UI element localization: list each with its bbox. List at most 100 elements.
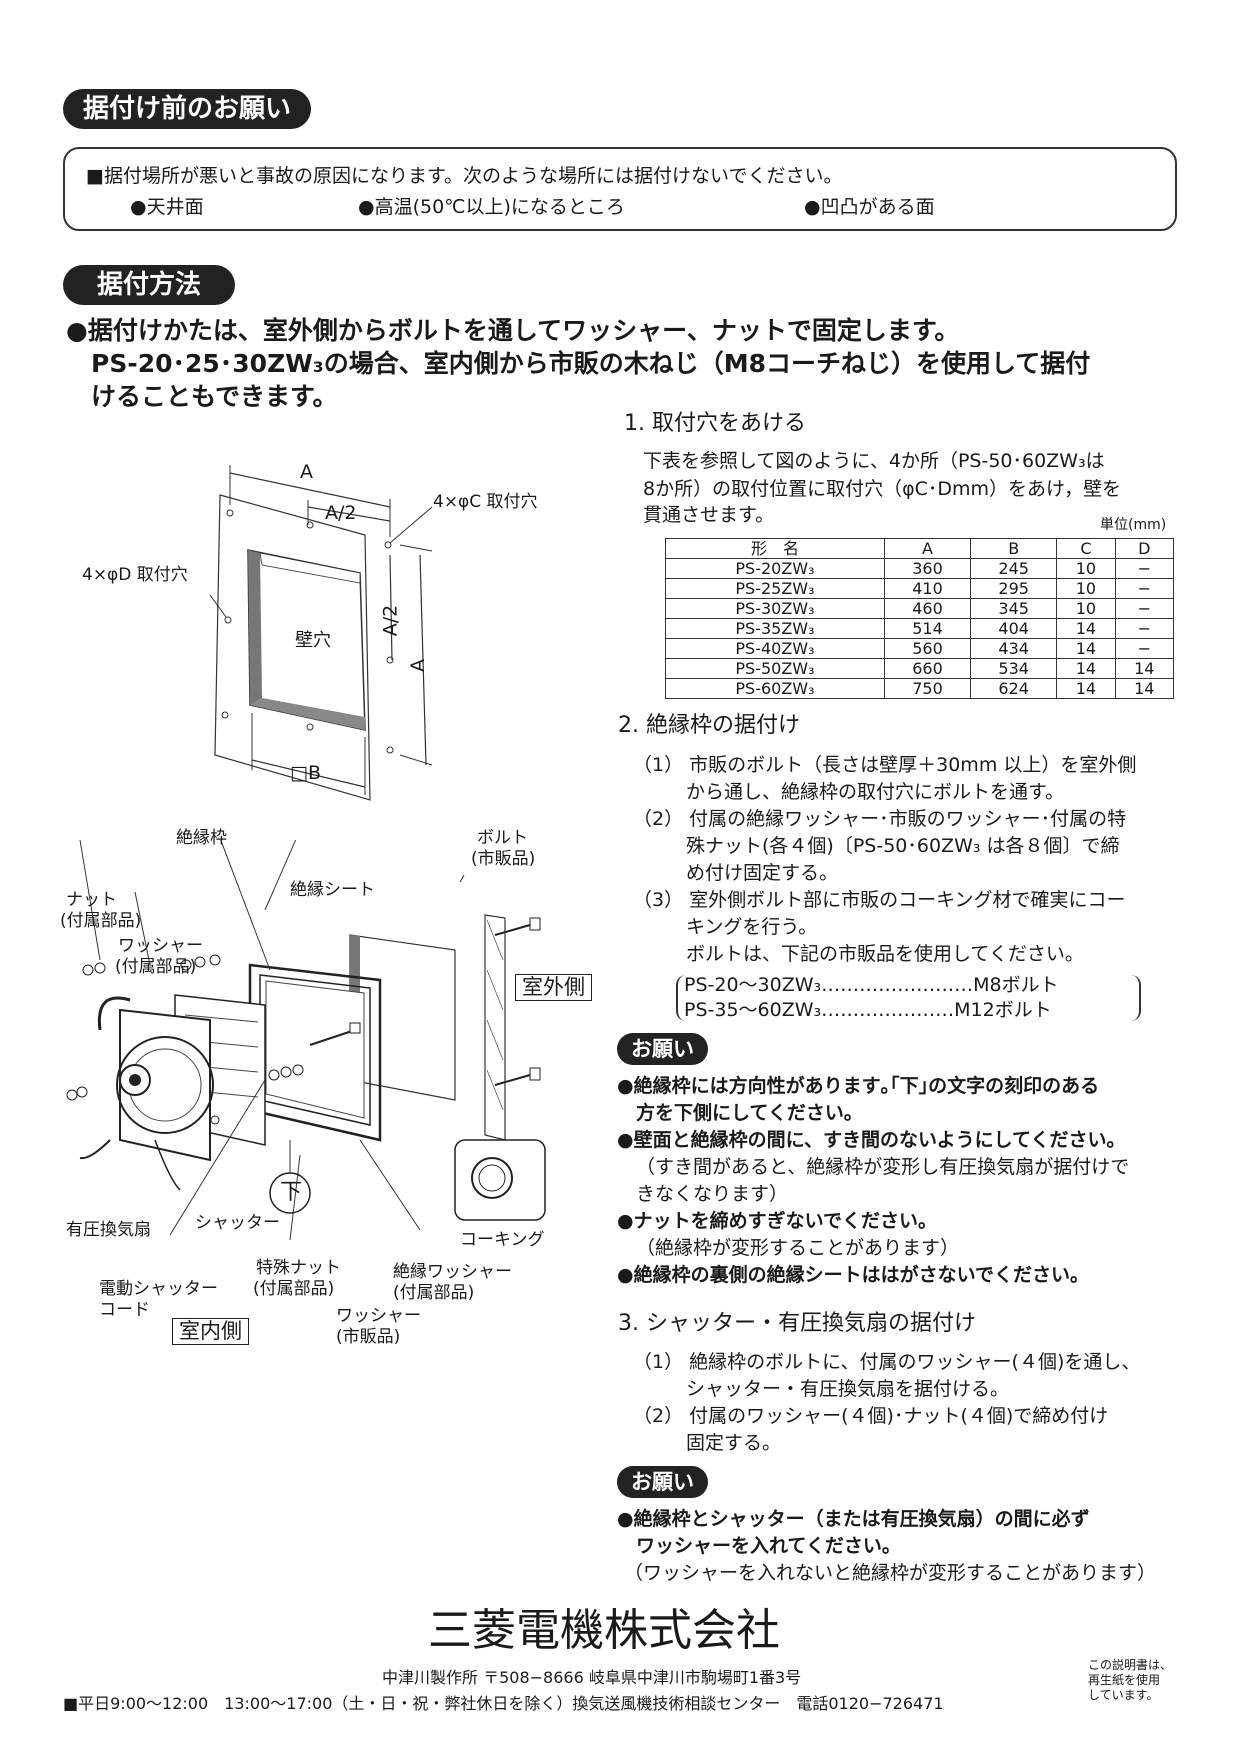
table-header: D bbox=[1114, 538, 1175, 559]
method-intro-3: けることもできます。 bbox=[91, 382, 338, 411]
caulking-label: コーキング bbox=[460, 1230, 545, 1250]
table-cell: − bbox=[1114, 638, 1175, 659]
dim-a-half-vertical: A/2 bbox=[379, 604, 402, 637]
request1-line-1: ●絶縁枠には方向性があります｡｢下｣の文字の刻印のある bbox=[617, 1075, 1100, 1097]
frame-label: 絶縁枠 bbox=[176, 828, 227, 848]
table-cell: − bbox=[1114, 558, 1175, 579]
fan-label: 有圧換気扇 bbox=[66, 1220, 151, 1240]
ins-washer-label: 絶縁ワッシャー bbox=[393, 1262, 512, 1282]
step3-line-4: 固定する。 bbox=[686, 1432, 782, 1454]
method-intro-1: ●据付けかたは、室外側からボルトを通してワッシャー、ナットで固定します。 bbox=[66, 316, 960, 345]
dim-a-top: A bbox=[300, 461, 313, 483]
table-cell: 14 bbox=[1114, 658, 1175, 679]
table-cell: 14 bbox=[1056, 638, 1116, 659]
bolt-sub-label: (市販品) bbox=[471, 849, 536, 869]
company-name: 三菱電機株式会社 bbox=[428, 1605, 780, 1656]
special-nut-label: 特殊ナット bbox=[256, 1258, 341, 1278]
table-cell: 345 bbox=[970, 598, 1058, 619]
dim-b-label: □B bbox=[290, 762, 321, 784]
pre-install-item-ceiling: ●天井面 bbox=[130, 196, 204, 218]
step1-line-3: 貫通させます。 bbox=[643, 504, 775, 526]
table-cell: PS-40ZW₃ bbox=[665, 638, 885, 659]
pre-install-item-uneven: ●凹凸がある面 bbox=[804, 196, 935, 218]
table-cell: 14 bbox=[1056, 658, 1116, 679]
step2-title: 2. 絶縁枠の据付け bbox=[618, 713, 800, 738]
table-cell: PS-50ZW₃ bbox=[665, 658, 885, 679]
nut-sub-label: (付属部品) bbox=[60, 911, 142, 931]
step2-line-7: キングを行う。 bbox=[686, 916, 818, 938]
step2-line-4: 殊ナット(各４個)〔PS-50･60ZW₃ は各８個〕で締 bbox=[686, 835, 1120, 857]
sheet-label: 絶縁シート bbox=[290, 880, 375, 900]
step2-line-1: （1） 市販のボルト（長さは壁厚＋30mm 以上）を室外側 bbox=[633, 754, 1137, 776]
step3-line-3: （2） 付属のワッシャー(４個)･ナット(４個)で締め付け bbox=[633, 1405, 1109, 1427]
bolt-bracket-left bbox=[676, 975, 686, 1021]
washer2-label: ワッシャー bbox=[336, 1306, 421, 1326]
table-cell: 295 bbox=[970, 578, 1058, 599]
table-cell: PS-30ZW₃ bbox=[665, 598, 885, 619]
hole-layout-diagram bbox=[209, 465, 433, 801]
washer2-sub-label: (市販品) bbox=[336, 1327, 401, 1347]
request2-title: お願い bbox=[617, 1466, 708, 1498]
table-cell: 14 bbox=[1056, 618, 1116, 639]
bolt-bracket-right bbox=[1131, 975, 1141, 1021]
table-cell: 360 bbox=[883, 558, 972, 579]
indoor-label: 室内側 bbox=[172, 1318, 249, 1345]
washer-label: ワッシャー bbox=[118, 936, 203, 956]
step1-line-2: 8か所）の取付位置に取付穴（φC･Dmm）をあけ，壁を bbox=[643, 478, 1122, 500]
table-cell: 750 bbox=[883, 678, 972, 699]
recycle-note-3: しています。 bbox=[1088, 1688, 1159, 1702]
table-header: C bbox=[1056, 538, 1116, 559]
table-header: A bbox=[883, 538, 972, 559]
table-header: 形 名 bbox=[665, 538, 885, 559]
request1-line-4: （すき間があると、絶縁枠が変形し有圧換気扇が据付けで bbox=[636, 1156, 1130, 1178]
washer-sub-label: (付属部品) bbox=[115, 957, 197, 977]
pre-install-item-hot: ●高温(50℃以上)になるところ bbox=[358, 196, 625, 218]
table-cell: 14 bbox=[1114, 678, 1175, 699]
table-cell: − bbox=[1114, 618, 1175, 639]
step2-line-2: から通し、絶縁枠の取付穴にボルトを通す。 bbox=[686, 781, 1065, 803]
cord-label-2: コード bbox=[99, 1300, 150, 1320]
request2-line-2: ワッシャーを入れてください。 bbox=[636, 1535, 901, 1557]
bolt-spec-2: PS-35〜60ZW₃…………………M12ボルト bbox=[684, 999, 1052, 1021]
hole-d-label: 4×φD 取付穴 bbox=[82, 565, 188, 585]
table-cell: 404 bbox=[970, 618, 1058, 639]
table-cell: PS-60ZW₃ bbox=[665, 678, 885, 699]
request2-line-1: ●絶縁枠とシャッター（または有圧換気扇）の間に必ず bbox=[617, 1508, 1090, 1530]
unit-label: 単位(mm) bbox=[1100, 517, 1167, 533]
request1-title: お願い bbox=[617, 1033, 708, 1065]
method-intro-2: PS-20･25･30ZW₃の場合、室内側から市販の木ねじ（M8コーチねじ）を使… bbox=[91, 349, 1091, 378]
dim-a-vertical: A bbox=[407, 659, 429, 672]
special-nut-sub-label: (付属部品) bbox=[253, 1279, 335, 1299]
pre-install-title: 据付け前のお願い bbox=[63, 89, 312, 129]
table-cell: 514 bbox=[883, 618, 972, 639]
shutter-label: シャッター bbox=[195, 1213, 280, 1233]
pre-install-box bbox=[63, 147, 1177, 231]
step2-line-3: （2） 付属の絶縁ワッシャー･市販のワッシャー･付属の特 bbox=[633, 808, 1127, 830]
table-cell: − bbox=[1114, 578, 1175, 599]
support-hours: ■平日9:00〜12:00 13:00〜17:00（土・日・祝・弊社休日を除く）… bbox=[63, 1694, 944, 1713]
cord-label-1: 電動シャッター bbox=[99, 1279, 218, 1299]
table-cell: 534 bbox=[970, 658, 1058, 679]
request1-line-2: 方を下側にしてください。 bbox=[636, 1102, 863, 1124]
request1-line-5: きなくなります） bbox=[636, 1183, 789, 1205]
step3-line-1: （1） 絶縁枠のボルトに、付属のワッシャー(４個)を通し、 bbox=[633, 1351, 1141, 1373]
outdoor-label: 室外側 bbox=[515, 974, 592, 1001]
step2-line-6: （3） 室外側ボルト部に市販のコーキング材で確実にコー bbox=[633, 889, 1126, 911]
table-cell: 660 bbox=[883, 658, 972, 679]
recycle-note-2: 再生紙を使用 bbox=[1088, 1673, 1161, 1687]
table-header-row: 形 名 A B C D bbox=[665, 538, 1175, 559]
request2-line-3: （ワッシャーを入れないと絶縁枠が変形することがあります） bbox=[624, 1562, 1157, 1584]
pre-install-notice: ■据付場所が悪いと事故の原因になります。次のような場所には据付けないでください。 bbox=[86, 165, 843, 187]
step2-line-5: め付け固定する。 bbox=[686, 862, 839, 884]
table-header: B bbox=[970, 538, 1058, 559]
request1-line-8: ●絶縁枠の裏側の絶縁シートははがさないでください。 bbox=[617, 1264, 1090, 1286]
recycle-note-1: この説明書は、 bbox=[1088, 1658, 1173, 1672]
table-cell: 10 bbox=[1056, 558, 1116, 579]
